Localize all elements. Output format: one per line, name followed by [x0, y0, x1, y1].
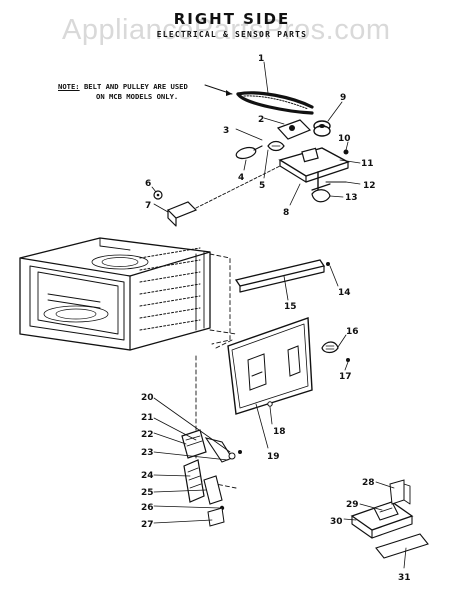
part-label-31: 31 — [398, 573, 411, 583]
part-label-5: 5 — [259, 181, 265, 191]
part-label-16: 16 — [346, 327, 359, 337]
pulley-part — [313, 101, 343, 137]
part-label-2: 2 — [258, 115, 264, 125]
part-label-30: 30 — [330, 517, 343, 527]
bracket-part — [151, 165, 281, 227]
part-label-20: 20 — [141, 393, 154, 403]
part-label-19: 19 — [267, 452, 280, 462]
construction-lines — [195, 253, 237, 489]
part-label-29: 29 — [346, 500, 359, 510]
side-panel-part — [227, 317, 313, 449]
part-label-12: 12 — [363, 181, 376, 191]
part-label-18: 18 — [273, 427, 286, 437]
note-arrowhead — [226, 90, 232, 96]
sensor-board-bracket — [343, 479, 429, 569]
part-label-22: 22 — [141, 430, 154, 440]
part-label-9: 9 — [340, 93, 346, 103]
interlock-switch-stack — [153, 397, 242, 527]
part-label-23: 23 — [141, 448, 154, 458]
diagram-title: RIGHT SIDE — [173, 10, 291, 28]
part-number-labels: 1 2 3 4 5 6 7 8 9 10 11 12 13 14 15 16 1… — [141, 54, 411, 583]
part-label-25: 25 — [141, 488, 154, 498]
part-label-10: 10 — [338, 134, 351, 144]
part-label-1: 1 — [258, 54, 264, 64]
note-line-2: ON MCB MODELS ONLY. — [96, 92, 179, 101]
note-line-1: BELT AND PULLEY ARE USED — [83, 82, 188, 91]
screw-hardware — [325, 141, 361, 198]
belt-part — [236, 61, 314, 115]
part-label-13: 13 — [345, 193, 358, 203]
motor-bracket-part — [278, 147, 350, 206]
part-label-7: 7 — [145, 201, 151, 211]
part-label-11: 11 — [361, 159, 374, 169]
oven-cavity — [19, 237, 211, 351]
part-label-4: 4 — [238, 173, 244, 183]
part-label-8: 8 — [283, 208, 289, 218]
part-label-21: 21 — [141, 413, 154, 423]
part-label-28: 28 — [362, 478, 375, 488]
diagram-subtitle: ELECTRICAL & SENSOR PARTS — [156, 30, 308, 39]
part-label-6: 6 — [145, 179, 151, 189]
note-block: NOTE: BELT AND PULLEY ARE USED ON MCB MO… — [58, 82, 188, 102]
part-label-27: 27 — [141, 520, 154, 530]
door-switch-part — [321, 334, 350, 371]
part-label-3: 3 — [223, 126, 229, 136]
watermark: AppliancePartsPros.com — [62, 14, 391, 46]
part-label-14: 14 — [338, 288, 351, 298]
note-label: NOTE: — [58, 82, 80, 91]
part-label-24: 24 — [141, 471, 154, 481]
lamp-sensor-cluster — [235, 117, 312, 179]
rail-bar-part — [234, 259, 339, 301]
part-label-26: 26 — [141, 503, 154, 513]
part-label-17: 17 — [339, 372, 352, 382]
part-label-15: 15 — [284, 302, 297, 312]
